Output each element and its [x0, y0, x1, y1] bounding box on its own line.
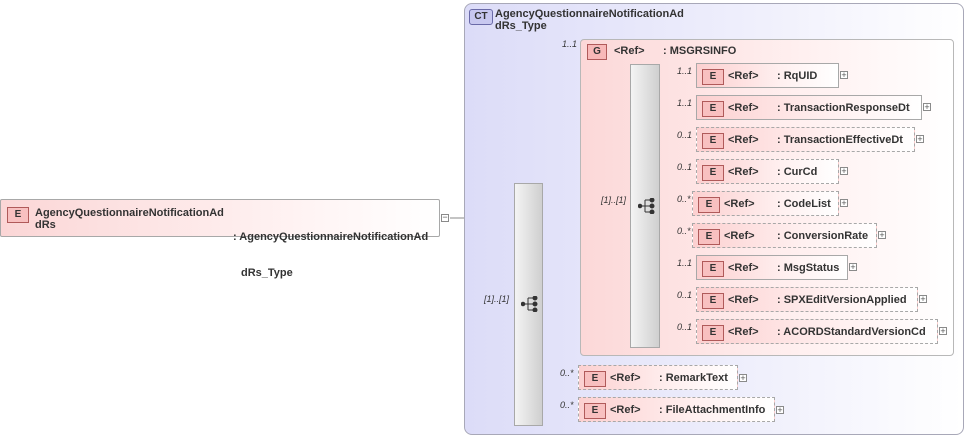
group-sequence-compositor[interactable] — [630, 64, 660, 348]
element-badge: E — [702, 293, 724, 309]
element-ref: <Ref> — [610, 372, 641, 384]
element-badge: E — [698, 229, 720, 245]
complex-type-title-line1: AgencyQuestionnaireNotificationAd — [495, 8, 684, 20]
expand-icon[interactable]: + — [849, 262, 857, 272]
element-ref: <Ref> — [724, 230, 755, 242]
element-name: : TransactionResponseDt — [777, 102, 910, 114]
collapse-icon[interactable]: − — [441, 212, 449, 222]
expand-icon[interactable]: + — [739, 373, 747, 383]
child-cardinality: 0..1 — [677, 130, 693, 140]
element-acordstandardversioncd[interactable]: E <Ref> : ACORDStandardVersionCd — [696, 319, 938, 344]
child-cardinality: 0..* — [560, 368, 574, 378]
element-name: : CodeList — [777, 198, 831, 210]
root-element-type: : AgencyQuestionnaireNotificationAd dRs_… — [233, 207, 428, 303]
outer-sequence-compositor[interactable] — [514, 183, 543, 426]
child-cardinality: 0..* — [560, 400, 574, 410]
expand-icon[interactable]: + — [840, 70, 848, 80]
element-conversionrate[interactable]: E <Ref> : ConversionRate — [692, 223, 877, 248]
group-ref: <Ref> — [614, 45, 645, 57]
element-name: : ConversionRate — [777, 230, 869, 242]
group-badge: G — [587, 44, 607, 60]
expand-icon[interactable]: + — [840, 166, 848, 176]
element-rquid[interactable]: E <Ref> : RqUID — [696, 63, 839, 88]
child-cardinality: 0..1 — [677, 162, 693, 172]
element-name: : FileAttachmentInfo — [659, 404, 766, 416]
child-cardinality: 1..1 — [677, 258, 693, 268]
child-cardinality: 0..1 — [677, 322, 693, 332]
child-cardinality: 1..1 — [677, 98, 693, 108]
group-sequence-cardinality: [1]..[1] — [601, 195, 627, 205]
element-badge: E — [698, 197, 720, 213]
element-badge: E — [584, 403, 606, 419]
element-ref: <Ref> — [728, 326, 759, 338]
element-msgstatus[interactable]: E <Ref> : MsgStatus — [696, 255, 848, 280]
sequence-icon — [521, 296, 538, 312]
element-ref: <Ref> — [728, 102, 759, 114]
element-name: : ACORDStandardVersionCd — [777, 326, 926, 338]
child-cardinality: 0..* — [677, 226, 691, 236]
root-name-line2: dRs — [35, 219, 56, 231]
element-name: : TransactionEffectiveDt — [777, 134, 903, 146]
element-transactionresponsedt[interactable]: E <Ref> : TransactionResponseDt — [696, 95, 922, 120]
element-ref: <Ref> — [728, 134, 759, 146]
element-badge: E — [584, 371, 606, 387]
expand-icon[interactable]: + — [916, 134, 924, 144]
element-spxeditversionapplied[interactable]: E <Ref> : SPXEditVersionApplied — [696, 287, 918, 312]
element-name: : CurCd — [777, 166, 818, 178]
element-codelist[interactable]: E <Ref> : CodeList — [692, 191, 839, 216]
element-name: : SPXEditVersionApplied — [777, 294, 907, 306]
expand-icon[interactable]: + — [776, 405, 784, 415]
sequence-icon — [638, 198, 655, 214]
element-badge: E — [702, 69, 724, 85]
element-curcd[interactable]: E <Ref> : CurCd — [696, 159, 839, 184]
element-ref: <Ref> — [728, 70, 759, 82]
root-type-line2: dRs_Type — [241, 267, 293, 279]
element-name: : MsgStatus — [777, 262, 840, 274]
child-cardinality: 0..* — [677, 194, 691, 204]
element-ref: <Ref> — [728, 166, 759, 178]
element-ref: <Ref> — [724, 198, 755, 210]
element-badge: E — [7, 207, 29, 223]
expand-icon[interactable]: + — [840, 198, 848, 208]
expand-icon[interactable]: + — [939, 326, 947, 336]
element-badge: E — [702, 101, 724, 117]
element-name: : RqUID — [777, 70, 818, 82]
expand-icon[interactable]: + — [878, 230, 886, 240]
complex-type-title: AgencyQuestionnaireNotificationAd dRs_Ty… — [495, 8, 684, 32]
expand-icon[interactable]: + — [923, 102, 931, 112]
element-ref: <Ref> — [610, 404, 641, 416]
root-element-name: AgencyQuestionnaireNotificationAd dRs — [35, 207, 224, 231]
element-ref: <Ref> — [728, 294, 759, 306]
element-badge: E — [702, 261, 724, 277]
group-name: : MSGRSINFO — [663, 45, 737, 57]
element-transactioneffectivedt[interactable]: E <Ref> : TransactionEffectiveDt — [696, 127, 915, 152]
root-element[interactable]: E AgencyQuestionnaireNotificationAd dRs … — [0, 199, 440, 279]
complex-type-title-line2: dRs_Type — [495, 20, 547, 32]
outer-sequence-cardinality: [1]..[1] — [484, 294, 510, 304]
complex-type-badge: CT — [469, 9, 493, 25]
element-badge: E — [702, 325, 724, 341]
child-cardinality: 1..1 — [677, 66, 693, 76]
element-name: : RemarkText — [659, 372, 728, 384]
element-badge: E — [702, 165, 724, 181]
element-ref: <Ref> — [728, 262, 759, 274]
root-type-line1: : AgencyQuestionnaireNotificationAd — [233, 231, 429, 243]
element-remarktext[interactable]: E <Ref> : RemarkText — [578, 365, 738, 390]
root-name-line1: AgencyQuestionnaireNotificationAd — [35, 207, 224, 219]
element-fileattachmentinfo[interactable]: E <Ref> : FileAttachmentInfo — [578, 397, 775, 422]
element-badge: E — [702, 133, 724, 149]
expand-icon[interactable]: + — [919, 294, 927, 304]
child-cardinality: 0..1 — [677, 290, 693, 300]
group-cardinality: 1..1 — [562, 39, 578, 49]
